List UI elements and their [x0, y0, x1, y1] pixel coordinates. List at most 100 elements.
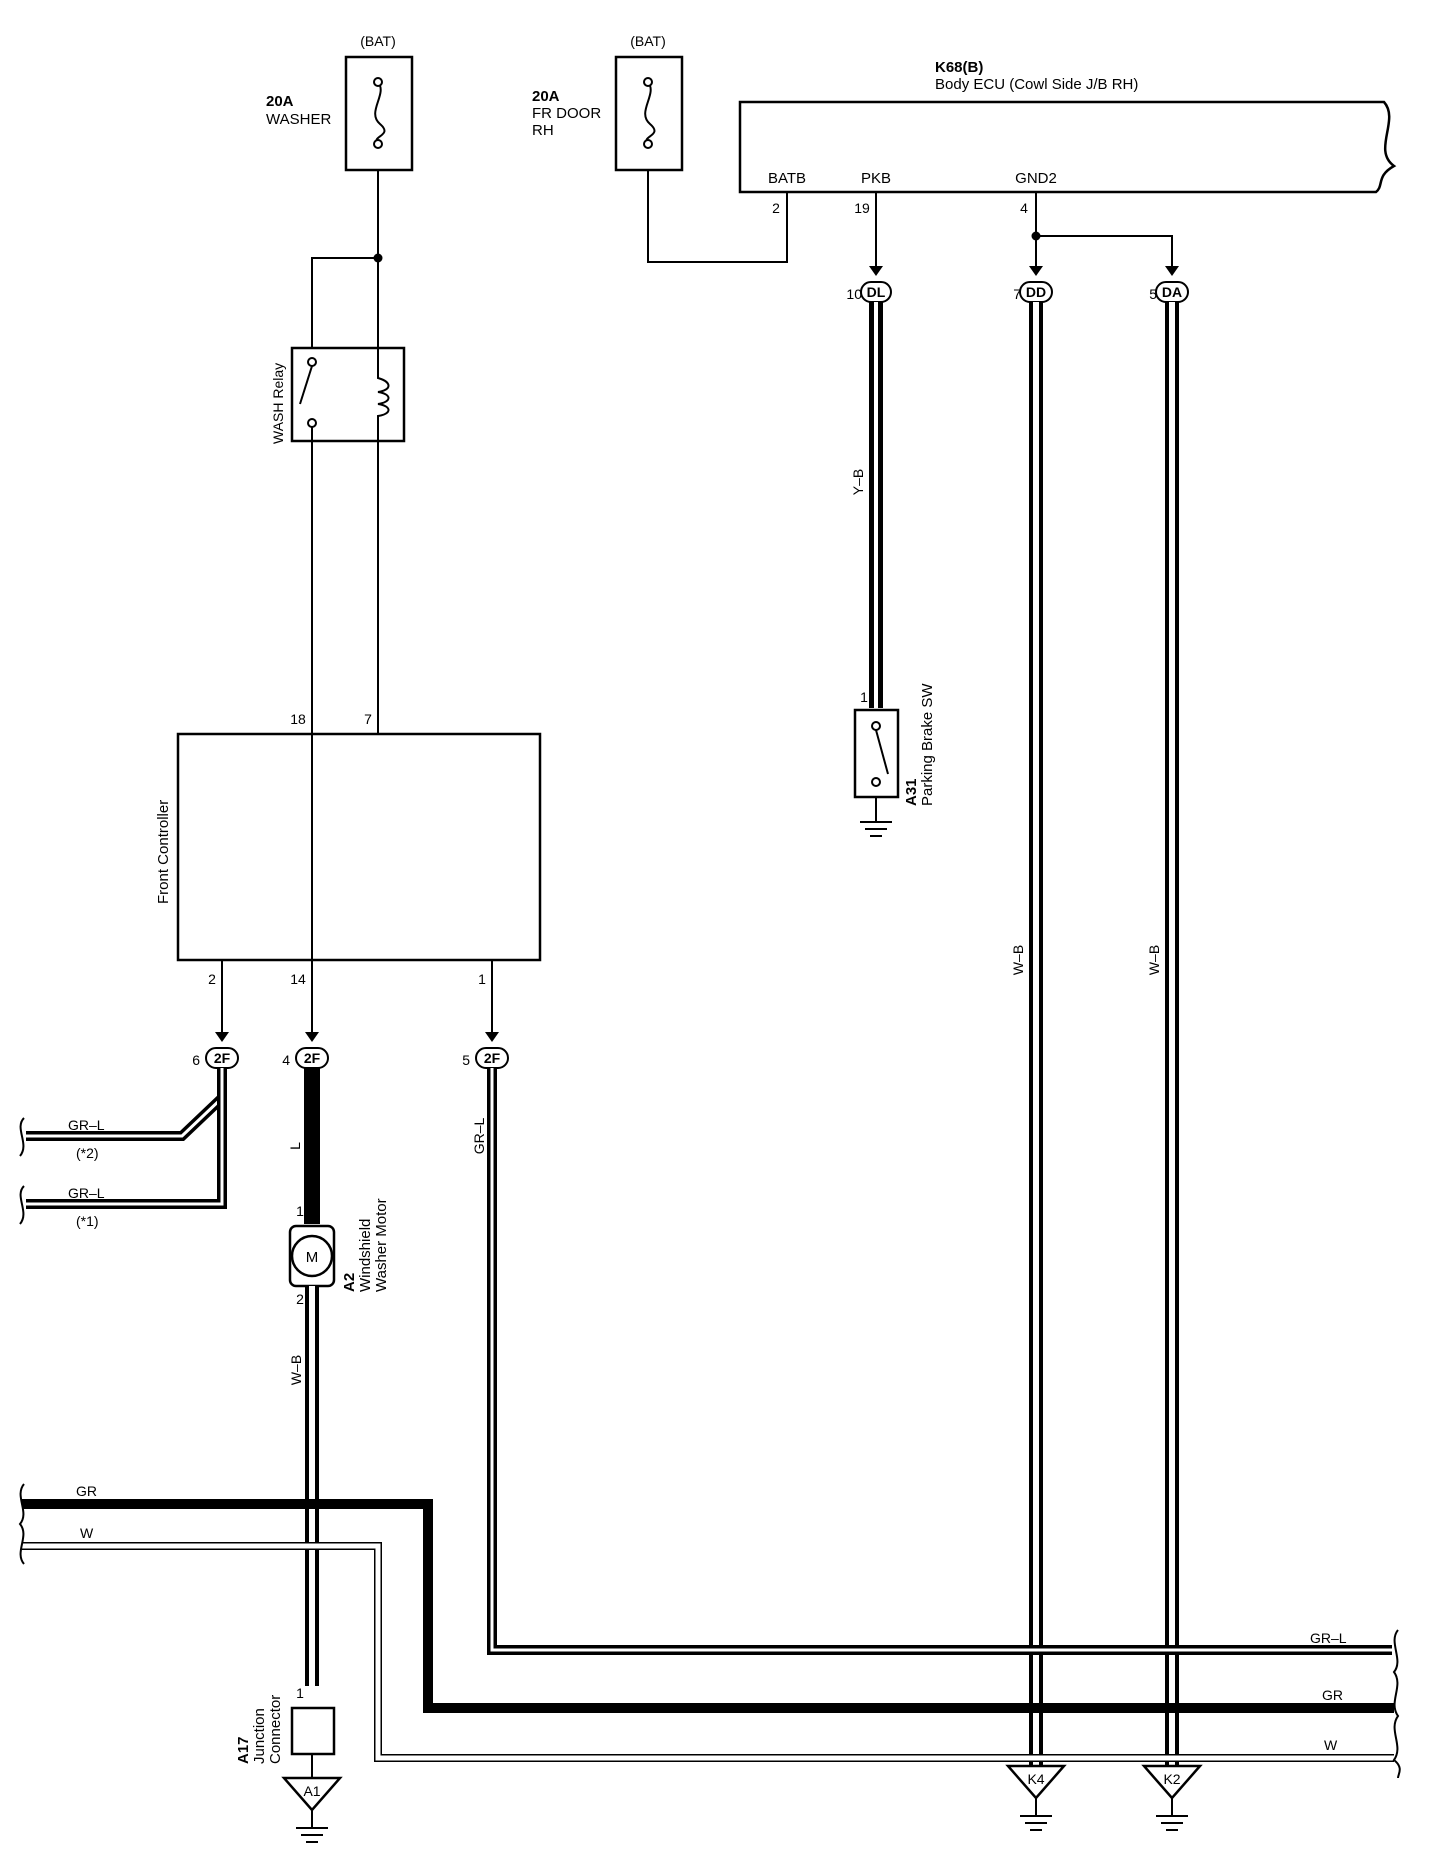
wire-w-b-da-label: W–B: [1146, 945, 1162, 975]
connector-dd-code: DD: [1026, 284, 1046, 300]
connector-dd-pin: 7: [1013, 286, 1021, 302]
connector-2f-5-pin: 5: [462, 1052, 470, 1068]
wire-gnd2-branch: [1036, 235, 1173, 266]
connector-2f-5-code: 2F: [484, 1050, 501, 1066]
arrow-2f-5: [485, 1032, 499, 1042]
connector-da: 5 DA: [1149, 281, 1189, 303]
front-controller-label: Front Controller: [155, 800, 172, 904]
fuse-washer-rating: 20A: [266, 93, 294, 110]
break-mark-right: [1392, 1629, 1401, 1779]
note-2: (*2): [76, 1145, 99, 1161]
fuse-fr-door-box: [614, 55, 684, 172]
wire-batb: [647, 170, 788, 263]
connector-2f-6: 6 2F: [192, 1047, 239, 1069]
ecu-pin-batb-number: 2: [772, 200, 780, 216]
washer-motor-name-2: Washer Motor: [373, 1198, 390, 1292]
ecu-pin-gnd2-name: GND2: [1015, 170, 1057, 187]
arrow-2f-6: [215, 1032, 229, 1042]
wire-gr-end-label: GR: [1322, 1687, 1343, 1703]
washer-motor-id: A2: [341, 1273, 358, 1292]
front-controller: 18 7 Front Controller 2 14 1: [155, 711, 542, 987]
body-ecu-id: K68(B): [935, 59, 983, 76]
wire-y-b-label: Y–B: [850, 469, 866, 495]
body-ecu-box: [738, 100, 1397, 194]
ground-k2-icon: [1141, 1764, 1203, 1800]
parking-brake-switch: 1 A31 Parking Brake SW: [853, 683, 936, 837]
wire-w-b-motor-label: W–B: [288, 1355, 304, 1385]
ground-k4: K4: [1005, 1764, 1067, 1831]
connector-2f-4-pin: 4: [282, 1052, 290, 1068]
ecu-pin-pkb-number: 19: [854, 200, 870, 216]
fuse-fr-door-name-2: RH: [532, 122, 554, 139]
wire-w: W W: [22, 1525, 1394, 1762]
ecu-pin-gnd2-number: 4: [1020, 200, 1028, 216]
ecu-pin-pkb-name: PKB: [861, 170, 891, 187]
wire-l: L: [287, 1068, 320, 1224]
wire-w-label: W: [80, 1525, 94, 1541]
parking-brake-ground-icon: [860, 821, 892, 837]
washer-motor-name-1: Windshield: [357, 1219, 374, 1292]
ground-k2: K2: [1141, 1764, 1203, 1831]
wire-l-label: L: [287, 1142, 303, 1150]
wire-gr-l-right-label: GR–L: [471, 1118, 487, 1155]
front-controller-pin-14: 14: [290, 971, 306, 987]
arrow-da: [1165, 266, 1179, 276]
washer-motor-pin-2: 2: [296, 1291, 304, 1307]
wire-gr-l-left: GR–L (*2) GR–L (*1): [19, 1068, 227, 1229]
junction-connector-pin: 1: [296, 1685, 304, 1701]
arrow-2f-4: [305, 1032, 319, 1042]
fuse-fr-door-source: (BAT): [630, 33, 666, 49]
wash-relay: WASH Relay: [270, 346, 406, 444]
wire-gr-l-right-end-label: GR–L: [1310, 1630, 1347, 1646]
break-mark-left: [18, 1483, 25, 1565]
wire-gr-l-left-2-label: GR–L: [68, 1185, 105, 1201]
wire-w-b-motor: W–B: [288, 1286, 319, 1686]
body-ecu-name: Body ECU (Cowl Side J/B RH): [935, 76, 1138, 93]
ground-a1-label: A1: [303, 1783, 320, 1799]
washer-motor-symbol: M: [306, 1249, 319, 1266]
arrow-dl: [869, 266, 883, 276]
ground-k4-label: K4: [1027, 1771, 1044, 1787]
connector-dl-code: DL: [867, 284, 886, 300]
wash-relay-label: WASH Relay: [270, 363, 286, 444]
wire-w-end-label: W: [1324, 1737, 1338, 1753]
fuse-fr-door-name-1: FR DOOR: [532, 105, 601, 122]
front-controller-pin-2: 2: [208, 971, 216, 987]
connector-2f-5: 5 2F: [462, 1047, 509, 1069]
connector-2f-6-pin: 6: [192, 1052, 200, 1068]
body-ecu: K68(B) Body ECU (Cowl Side J/B RH) BATB …: [738, 59, 1397, 216]
ground-a1-icon: [281, 1776, 343, 1812]
junction-connector: 1 A17 Junction Connector: [235, 1685, 336, 1764]
front-controller-pin-18: 18: [290, 711, 306, 727]
ground-k4-icon: [1005, 1764, 1067, 1800]
fuse-washer-source: (BAT): [360, 33, 396, 49]
fuse-washer-box: [344, 55, 414, 172]
wire-y-b: Y–B: [850, 302, 883, 708]
front-controller-pin-7: 7: [364, 711, 372, 727]
wire-gr: GR GR: [22, 1483, 1394, 1713]
junction-connector-id: A17: [235, 1736, 252, 1764]
arrow-dd: [1029, 266, 1043, 276]
wire-gr-label: GR: [76, 1483, 97, 1499]
parking-brake-pin: 1: [860, 689, 868, 705]
junction-connector-name-1: Junction: [251, 1708, 268, 1764]
connector-2f-4-code: 2F: [304, 1050, 321, 1066]
junction-connector-name-2: Connector: [267, 1695, 284, 1764]
wire-w-b-dd: W–B: [1010, 302, 1043, 1766]
wire-w-b-da: W–B: [1146, 302, 1179, 1766]
connector-dl-pin: 10: [846, 286, 862, 302]
motor-icon: [290, 1234, 334, 1278]
connector-da-code: DA: [1162, 284, 1182, 300]
wire-gr-l-right: GR–L GR–L: [471, 1068, 1392, 1655]
front-controller-box: [176, 732, 542, 962]
connector-dl: 10 DL: [846, 281, 892, 303]
ground-a1: A1: [281, 1776, 343, 1843]
wash-relay-contact: [299, 365, 313, 405]
ground-k2-label: K2: [1163, 1771, 1180, 1787]
connector-dd: 7 DD: [1013, 281, 1053, 303]
washer-motor-pin-1: 1: [296, 1203, 304, 1219]
connector-2f-6-code: 2F: [214, 1050, 231, 1066]
parking-brake-id: A31: [903, 778, 920, 806]
ecu-pin-batb-name: BATB: [768, 170, 806, 187]
